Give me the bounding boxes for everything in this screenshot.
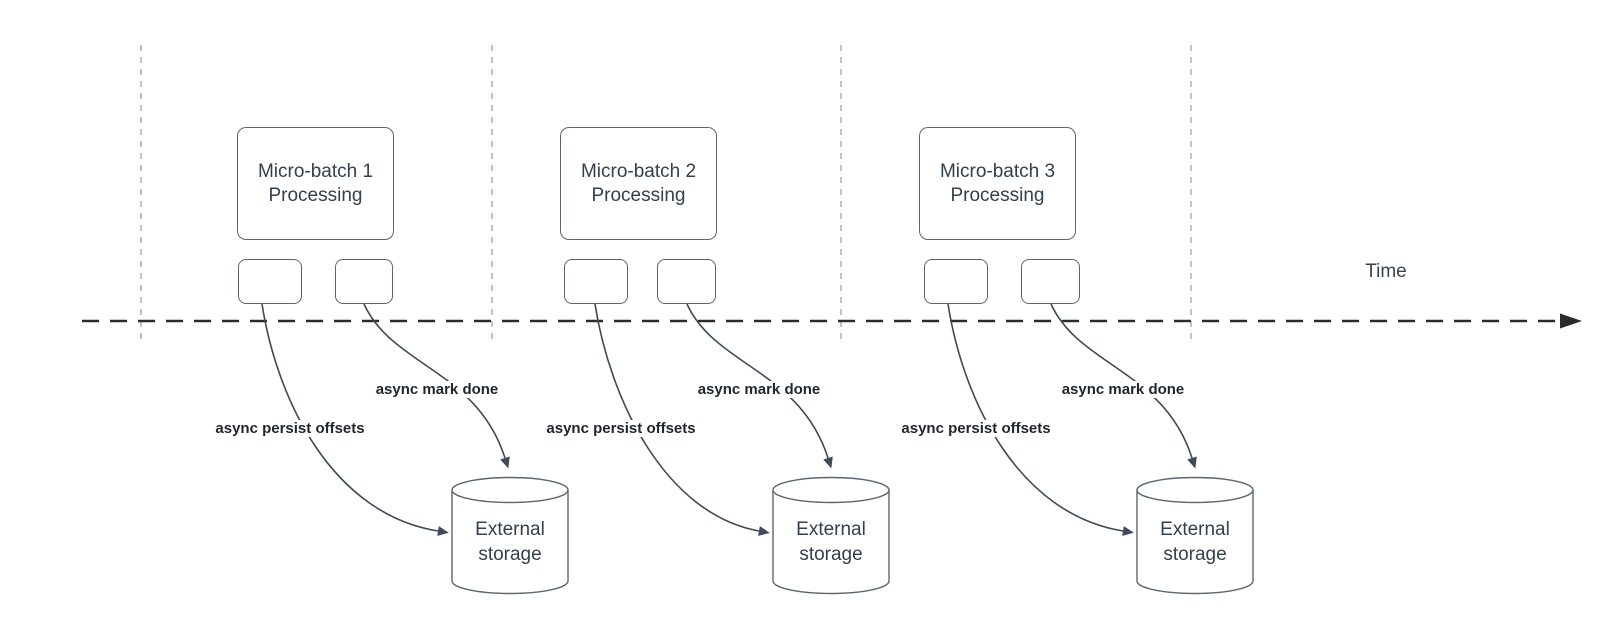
external-storage-label-1: External storage [475, 519, 545, 565]
external-storage-label-3: External storage [1160, 519, 1230, 565]
external-storage-label-2: External storage [796, 519, 866, 565]
microbatch-2-persist-task-rect [564, 259, 628, 304]
external-storage-cylinder-1 [451, 476, 569, 595]
microbatch-3-box-label: Micro-batch 3 Processing [939, 160, 1056, 206]
microbatch-2-box: Micro-batch 2 Processing [560, 127, 717, 240]
persist-offsets-arrow-1 [261, 303, 449, 536]
persist-offsets-label-1: async persist offsets [212, 420, 368, 437]
mark-done-label-2: async mark done [694, 381, 824, 398]
microbatch-3-persist-task-rect [924, 259, 988, 304]
microbatch-1-persist-task-rect [238, 259, 302, 304]
persist-offsets-arrow-2 [594, 303, 770, 536]
microbatch-1-box-label: Micro-batch 1 Processing [257, 160, 374, 206]
persist-offsets-label-3: async persist offsets [898, 420, 1054, 437]
microbatch-1-box: Micro-batch 1 Processing [237, 127, 394, 240]
persist-offsets-label-2: async persist offsets [543, 420, 699, 437]
microbatch-1-mark-done-task-rect [335, 259, 393, 304]
microbatch-2-box-label: Micro-batch 2 Processing [580, 160, 697, 206]
mark-done-arrow-1 [363, 303, 510, 469]
persist-offsets-arrow-3 [947, 303, 1134, 536]
mark-done-arrow-2 [686, 303, 833, 469]
mark-done-label-1: async mark done [372, 381, 502, 398]
timeline-arrowhead-icon [1560, 313, 1582, 329]
mark-done-label-3: async mark done [1058, 381, 1188, 398]
external-storage-cylinder-2 [772, 476, 890, 595]
mark-done-arrow-3 [1050, 303, 1197, 469]
microbatch-3-mark-done-task-rect [1021, 259, 1080, 304]
microbatch-2-mark-done-task-rect [657, 259, 716, 304]
time-axis-label: Time [1365, 261, 1407, 282]
microbatch-3-box: Micro-batch 3 Processing [919, 127, 1076, 240]
external-storage-cylinder-3 [1136, 476, 1254, 595]
